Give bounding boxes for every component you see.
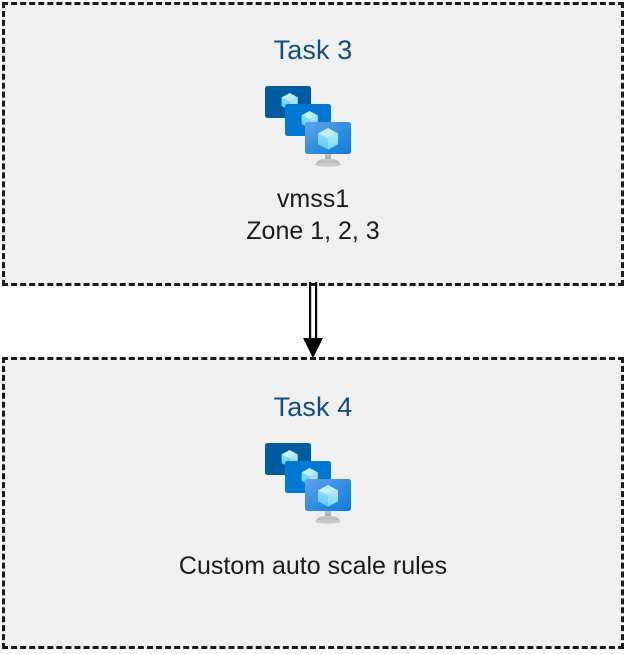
task-4-caption-line-1: Custom auto scale rules bbox=[178, 552, 448, 580]
task-4-content: Task 4 bbox=[5, 360, 621, 646]
task-3-icon bbox=[261, 82, 365, 170]
connector-task3-to-task4 bbox=[297, 282, 331, 362]
down-arrow-icon bbox=[303, 282, 323, 358]
task-3-caption-line-2: Zone 1, 2, 3 bbox=[246, 216, 380, 245]
task-box-task-3[interactable]: Task 3 bbox=[2, 2, 624, 286]
virtual-machine-scale-set-icon bbox=[265, 86, 351, 167]
task-4-icon bbox=[261, 439, 365, 527]
task-box-task-4[interactable]: Task 4 bbox=[2, 357, 624, 649]
virtual-machine-scale-set-icon bbox=[265, 443, 351, 524]
task-3-content: Task 3 bbox=[5, 5, 621, 283]
task-4-captions: Custom auto scale rules bbox=[179, 551, 447, 583]
task-4-title: Task 4 bbox=[273, 392, 353, 422]
task-3-captions: vmss1 Zone 1, 2, 3 bbox=[246, 184, 379, 247]
task-3-caption-line-1: vmss1 bbox=[276, 185, 350, 213]
task-3-title: Task 3 bbox=[273, 35, 353, 65]
